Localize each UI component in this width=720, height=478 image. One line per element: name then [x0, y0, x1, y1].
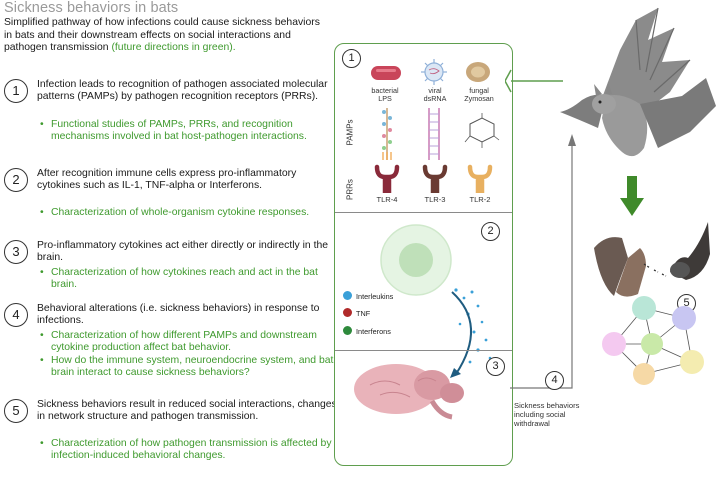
step-text: Sickness behaviors result in reduced soc…	[37, 399, 337, 423]
tlr4-label: TLR-4	[376, 195, 398, 204]
pamps-axis-label: PAMPs	[345, 119, 355, 146]
prrs-axis-label: PRRs	[345, 179, 355, 200]
panel-number-3: 3	[486, 357, 505, 376]
tlr3-receptor-icon	[422, 164, 448, 193]
panel-number-1: 1	[342, 49, 361, 68]
tlr2-receptor-icon	[467, 164, 493, 193]
behavior-feedback-arrow	[510, 134, 576, 389]
bat-brain-icon	[354, 364, 464, 420]
dsrna-icon	[428, 108, 440, 160]
intro-green: (future directions in green).	[111, 42, 236, 54]
intro-main: Simplified pathway of how infections cou…	[4, 17, 320, 54]
step-text: Infection leads to recognition of pathog…	[37, 79, 328, 103]
step-subpoint: •Functional studies of PAMPs, PRRs, and …	[40, 119, 307, 143]
social-network-diagram	[602, 296, 704, 385]
step-text: After recognition immune cells express p…	[37, 168, 297, 192]
page-title: Sickness behaviors in bats	[4, 0, 179, 16]
lps-molecule-icon	[382, 108, 392, 160]
panel-number-4: 4	[545, 371, 564, 390]
two-bats-illustration	[594, 222, 710, 297]
bacterium-icon	[371, 66, 401, 80]
pamp-label-zymosan: fungal Zymosan	[464, 86, 494, 104]
interferons-legend-icon	[343, 326, 352, 335]
tlr4-receptor-icon	[374, 164, 400, 193]
step-number: 2	[4, 168, 28, 192]
step-number: 5	[4, 399, 28, 423]
tlr3-label: TLR-3	[424, 195, 446, 204]
transmission-down-arrow	[620, 176, 644, 216]
step-text: Pro-inflammatory cytokines act either di…	[37, 240, 329, 264]
intro-text: Simplified pathway of how infections cou…	[4, 17, 324, 55]
step-subpoint: •Characterization of whole-organism cyto…	[40, 207, 310, 218]
step-subpoint: •How do the immune system, neuroendocrin…	[40, 355, 334, 379]
tlr2-label: TLR-2	[469, 195, 491, 204]
immune-cell-icon	[380, 224, 452, 296]
section-divider	[335, 212, 512, 213]
panel-to-bat-connector	[505, 69, 563, 93]
virus-icon	[421, 59, 447, 85]
zymosan-structure-icon	[464, 113, 500, 148]
step-number: 4	[4, 303, 28, 327]
bat-illustration	[560, 7, 716, 157]
sickness-behavior-label: Sickness behaviors including social with…	[514, 401, 580, 428]
step-subpoint: •Characterization of how cytokines reach…	[40, 267, 318, 291]
panel-number-2: 2	[481, 222, 500, 241]
interleukins-legend-icon	[343, 291, 352, 300]
tnf-legend-icon	[343, 308, 352, 317]
interleukins-legend-label: Interleukins	[356, 292, 394, 301]
step-text: Behavioral alterations (i.e. sickness be…	[37, 303, 320, 327]
pamp-label-dsrna: viral dsRNA	[423, 86, 447, 104]
step-number: 3	[4, 240, 28, 264]
step-number: 1	[4, 79, 28, 103]
step-subpoint: •Characterization of how pathogen transm…	[40, 438, 332, 462]
interferons-legend-label: Interferons	[356, 327, 391, 336]
tnf-legend-label: TNF	[356, 309, 371, 318]
section-divider	[335, 350, 512, 351]
step-subpoint: •Characterization of how different PAMPs…	[40, 330, 317, 354]
fungus-icon	[466, 62, 490, 82]
pamp-label-lps: bacterial LPS	[371, 86, 399, 104]
